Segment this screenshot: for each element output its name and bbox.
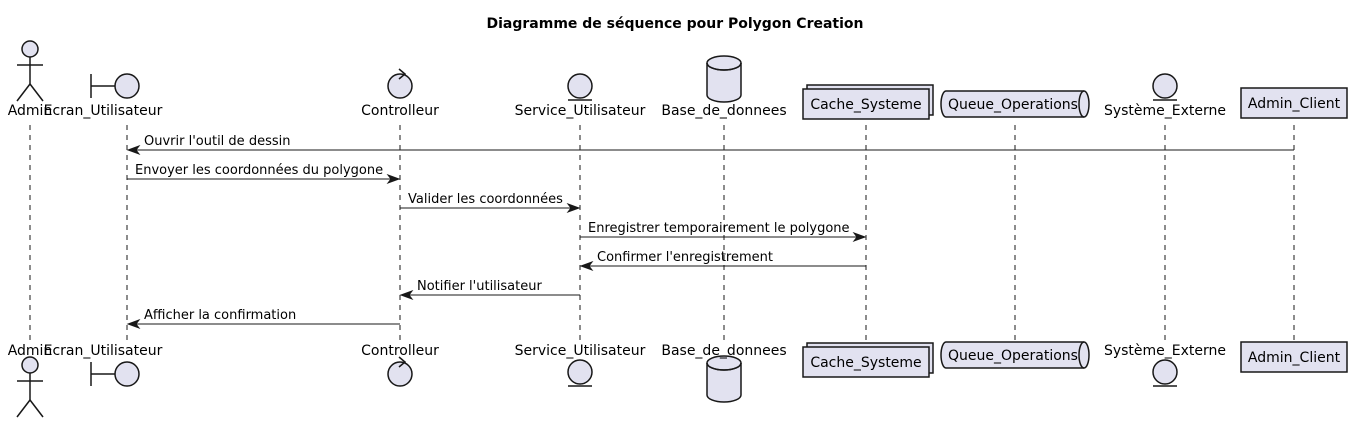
participant-label: Base_de_donnees [661, 343, 786, 359]
participant-box [1240, 87, 1348, 119]
message-1: Ouvrir l'outil de dessin [126, 134, 1294, 156]
participant-label: Admin_Client [1248, 350, 1341, 366]
participant-ecran-bottom: Ecran_Utilisateur [44, 343, 163, 387]
message-label: Ouvrir l'outil de dessin [144, 134, 290, 149]
arrowhead [579, 260, 594, 272]
boundary-icon [90, 361, 140, 387]
queue-shape [940, 341, 1090, 369]
participant-box [1240, 341, 1348, 373]
queue-shape [940, 90, 1090, 118]
arrowhead [852, 231, 867, 243]
control-icon [387, 356, 413, 387]
arrowhead [566, 202, 581, 214]
message-6: Notifier l'utilisateur [399, 279, 580, 301]
message-7: Afficher la confirmation [126, 308, 400, 330]
participant-service-top: Service_Utilisateur [515, 73, 646, 119]
arrowhead [126, 144, 141, 156]
participant-label: Admin [8, 343, 53, 359]
actor-icon [16, 356, 44, 418]
participant-label: Système_Externe [1104, 103, 1226, 119]
message-label: Envoyer les coordonnées du polygone [135, 163, 383, 178]
participant-label: Système_Externe [1104, 343, 1226, 359]
arrowhead [399, 289, 414, 301]
participant-queue-bottom: Queue_Operations [940, 341, 1090, 369]
entity-icon [1152, 359, 1178, 387]
collections-box [802, 84, 934, 120]
message-label: Confirmer l'enregistrement [597, 250, 773, 265]
participant-ext-top: Système_Externe [1104, 73, 1226, 119]
database-icon [706, 55, 742, 103]
participant-ecran-top: Ecran_Utilisateur [44, 73, 163, 119]
participant-admin-bottom: Admin [8, 343, 53, 418]
participant-label: Queue_Operations [948, 97, 1078, 113]
arrowhead [126, 318, 141, 330]
participant-label: Controlleur [361, 343, 439, 359]
arrowhead [386, 173, 401, 185]
participant-label: Admin [8, 103, 53, 119]
entity-icon [567, 359, 593, 387]
actor-icon [16, 40, 44, 102]
message-2: Envoyer les coordonnées du polygone [127, 163, 401, 185]
control-icon [387, 68, 413, 99]
participant-bdd-bottom: Base_de_donnees [661, 343, 787, 403]
participant-ctrl-bottom: Controlleur [361, 343, 439, 387]
participant-cache-top: Cache_Systeme [802, 84, 934, 120]
message-label: Enregistrer temporairement le polygone [588, 221, 850, 236]
database-icon [706, 355, 742, 403]
participant-label: Admin_Client [1248, 96, 1341, 112]
participant-cache-bottom: Cache_Systeme [802, 342, 934, 378]
participant-queue-top: Queue_Operations [940, 90, 1090, 118]
boundary-icon [90, 73, 140, 99]
participant-label: Cache_Systeme [810, 97, 921, 113]
message-4: Enregistrer temporairement le polygone [580, 221, 867, 243]
diagram-title: Diagramme de séquence pour Polygon Creat… [487, 16, 864, 32]
participant-label: Service_Utilisateur [515, 103, 646, 119]
participant-label: Cache_Systeme [810, 355, 921, 371]
participant-bdd-top: Base_de_donnees [661, 55, 787, 119]
participant-ctrl-top: Controlleur [361, 68, 439, 119]
participant-label: Controlleur [361, 103, 439, 119]
message-5: Confirmer l'enregistrement [579, 250, 866, 272]
participant-service-bottom: Service_Utilisateur [515, 343, 646, 387]
participant-label: Ecran_Utilisateur [44, 103, 163, 119]
participant-client-bottom: Admin_Client [1240, 341, 1348, 373]
message-label: Afficher la confirmation [144, 308, 296, 323]
lifelines [29, 125, 1295, 342]
entity-icon [1152, 73, 1178, 101]
participant-admin-top: Admin [8, 40, 53, 119]
collections-box [802, 342, 934, 378]
participants: AdminAdminEcran_UtilisateurEcran_Utilisa… [8, 40, 1348, 418]
participant-label: Service_Utilisateur [515, 343, 646, 359]
message-label: Valider les coordonnées [408, 192, 563, 207]
participant-client-top: Admin_Client [1240, 87, 1348, 119]
participant-ext-bottom: Système_Externe [1104, 343, 1226, 387]
entity-icon [567, 73, 593, 101]
participant-label: Base_de_donnees [661, 103, 786, 119]
message-label: Notifier l'utilisateur [417, 279, 542, 294]
participant-label: Queue_Operations [948, 348, 1078, 364]
participant-label: Ecran_Utilisateur [44, 343, 163, 359]
message-3: Valider les coordonnées [400, 192, 581, 214]
